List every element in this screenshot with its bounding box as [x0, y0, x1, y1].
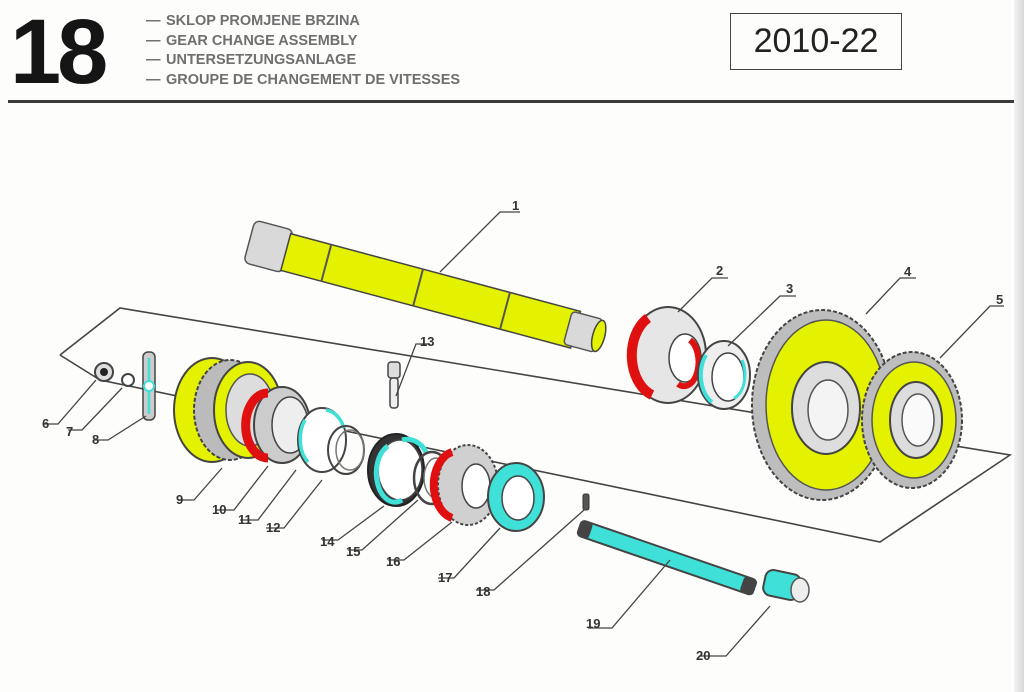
title-english: —GEAR CHANGE ASSEMBLY [146, 32, 358, 49]
section-number: 18 [10, 1, 108, 103]
label-18: 18 [476, 584, 490, 599]
page-edge [1014, 0, 1024, 692]
label-11: 11 [238, 512, 252, 527]
label-16: 16 [386, 554, 400, 569]
title-french: —GROUPE DE CHANGEMENT DE VITESSES [146, 71, 461, 88]
part-11-ring[interactable] [297, 407, 347, 473]
section-titles: —SKLOP PROMJENE BRZINA —GEAR CHANGE ASSE… [146, 12, 460, 90]
part-labels: 1 2 3 4 5 6 7 8 9 10 11 12 13 14 15 16 1… [42, 198, 1003, 663]
title-german: —UNTERSETZUNGSANLAGE [146, 52, 357, 68]
label-3: 3 [786, 281, 793, 296]
label-15: 15 [346, 544, 360, 559]
part-19-shaft[interactable] [576, 520, 758, 596]
label-10: 10 [212, 502, 226, 517]
part-16-bearing[interactable] [429, 444, 499, 526]
leader-lines [44, 211, 1004, 657]
label-12: 12 [266, 520, 280, 535]
drawing-code: 2010-22 [730, 13, 902, 70]
label-13: 13 [420, 334, 434, 349]
part-7-washer[interactable] [121, 373, 135, 387]
part-2-bearing[interactable] [626, 306, 707, 404]
part-12-snap-ring[interactable] [327, 425, 365, 475]
base-plate-back [59, 354, 101, 381]
part-17-seal[interactable] [487, 462, 545, 532]
part-5-small-gear[interactable] [861, 351, 963, 489]
part-20-bushing[interactable] [762, 569, 810, 603]
part-3-ring[interactable] [697, 340, 751, 410]
label-17: 17 [438, 570, 452, 585]
base-plate-outline [59, 307, 1013, 543]
label-6: 6 [42, 416, 49, 431]
label-4: 4 [904, 264, 912, 279]
part-8-lock-plate[interactable] [142, 351, 156, 421]
label-19: 19 [586, 616, 600, 631]
label-1: 1 [512, 198, 519, 213]
label-20: 20 [696, 648, 710, 663]
label-9: 9 [176, 492, 183, 507]
part-6-nut[interactable] [94, 362, 114, 382]
part-14-ring[interactable] [367, 433, 429, 507]
part-18-key[interactable] [582, 493, 590, 511]
title-croatian: —SKLOP PROMJENE BRZINA [146, 13, 360, 29]
part-4-large-gear[interactable] [751, 309, 893, 501]
label-5: 5 [996, 292, 1003, 307]
header-rule [8, 100, 1024, 103]
label-7: 7 [66, 424, 73, 439]
label-8: 8 [92, 432, 99, 447]
label-14: 14 [320, 534, 335, 549]
part-13-pin[interactable] [387, 361, 401, 409]
label-2: 2 [716, 263, 723, 278]
part-1-main-shaft[interactable] [244, 220, 611, 358]
